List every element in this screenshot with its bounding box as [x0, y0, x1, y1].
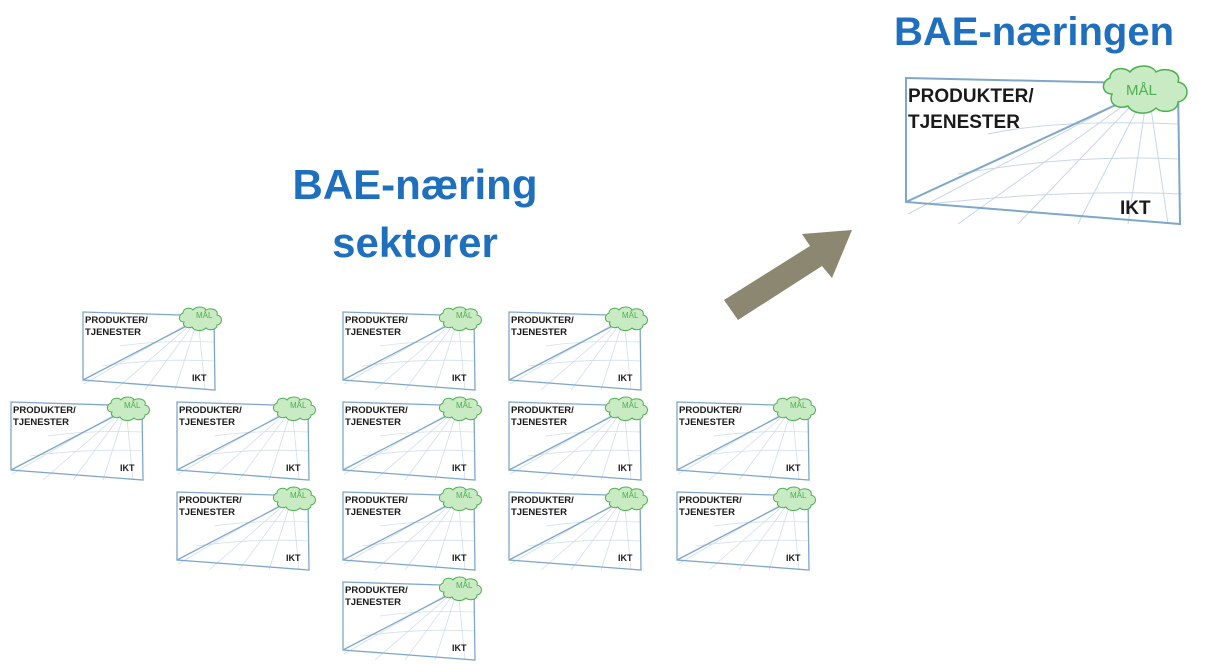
goal-label: MÅL — [622, 311, 639, 320]
card-frame-graphic — [82, 306, 222, 391]
title-center-line2: sektorer — [332, 219, 498, 266]
goal-label: MÅL — [196, 311, 213, 320]
sector-card: PRODUKTER/TJENESTER MÅL IKT — [674, 396, 816, 482]
ict-label: IKT — [452, 373, 467, 383]
products-label: PRODUKTER/ — [179, 495, 242, 506]
goal-label: MÅL — [790, 401, 807, 410]
sector-card: PRODUKTER/TJENESTER MÅL IKT — [506, 396, 648, 482]
bae-naeringen-title: BAE-næringen — [894, 10, 1174, 54]
sector-card: PRODUKTER/TJENESTER MÅL IKT — [674, 486, 816, 572]
card-frame-graphic — [176, 486, 316, 571]
card-frame-graphic — [342, 486, 482, 571]
ict-label: IKT — [786, 553, 801, 563]
services-label: TJENESTER — [179, 417, 235, 428]
ict-label: IKT — [618, 463, 633, 473]
card-frame-graphic — [10, 396, 150, 481]
goal-label: MÅL — [124, 401, 141, 410]
sector-card: PRODUKTER/TJENESTER MÅL IKT — [80, 306, 222, 392]
bae-naering-sektorer-title: BAE-næring sektorer — [250, 156, 580, 272]
products-label: PRODUKTER/ — [679, 405, 742, 416]
card-frame-graphic — [508, 486, 648, 571]
goal-label: MÅL — [622, 401, 639, 410]
ict-label: IKT — [452, 463, 467, 473]
products-label: PRODUKTER/ — [179, 405, 242, 416]
arrow-icon — [724, 230, 852, 320]
goal-label: MÅL — [790, 491, 807, 500]
goal-label: MÅL — [290, 401, 307, 410]
services-label: TJENESTER — [679, 507, 735, 518]
ict-label: IKT — [452, 643, 467, 653]
ict-label: IKT — [452, 553, 467, 563]
products-label: PRODUKTER/ — [13, 405, 76, 416]
card-frame-graphic — [905, 65, 1188, 226]
ict-label: IKT — [192, 373, 207, 383]
services-label: TJENESTER — [345, 507, 401, 518]
goal-label: MÅL — [1126, 82, 1157, 99]
sector-card: PRODUKTER/TJENESTER MÅL IKT — [506, 486, 648, 572]
goal-label: MÅL — [456, 581, 473, 590]
card-frame-graphic — [342, 576, 482, 661]
products-label: PRODUKTER/ — [511, 405, 574, 416]
goal-label: MÅL — [456, 311, 473, 320]
services-label: TJENESTER — [13, 417, 69, 428]
ict-label: IKT — [618, 553, 633, 563]
ict-label: IKT — [618, 373, 633, 383]
products-label: PRODUKTER/ — [511, 495, 574, 506]
services-label: TJENESTER — [345, 597, 401, 608]
services-label: TJENESTER — [85, 327, 141, 338]
goal-label: MÅL — [456, 491, 473, 500]
products-label: PRODUKTER/ — [345, 315, 408, 326]
sector-card: PRODUKTER/TJENESTER MÅL IKT — [340, 486, 482, 572]
goal-label: MÅL — [456, 401, 473, 410]
card-frame-graphic — [676, 396, 816, 481]
ict-label: IKT — [120, 463, 135, 473]
title-center-line1: BAE-næring — [292, 161, 538, 208]
sector-card: PRODUKTER/TJENESTER MÅL IKT — [506, 306, 648, 392]
products-label: PRODUKTER/ — [511, 315, 574, 326]
products-label: PRODUKTER/ — [345, 585, 408, 596]
card-frame-graphic — [342, 396, 482, 481]
card-frame-graphic — [342, 306, 482, 391]
services-label: TJENESTER — [908, 112, 1020, 133]
sector-card: PRODUKTER/TJENESTER MÅL IKT — [174, 486, 316, 572]
products-label: PRODUKTER/ — [345, 405, 408, 416]
ict-label: IKT — [1120, 198, 1151, 219]
card-frame-graphic — [508, 396, 648, 481]
ict-label: IKT — [786, 463, 801, 473]
card-frame-graphic — [508, 306, 648, 391]
products-label: PRODUKTER/ — [908, 86, 1034, 107]
products-label: PRODUKTER/ — [85, 315, 148, 326]
services-label: TJENESTER — [345, 327, 401, 338]
sector-card: PRODUKTER/TJENESTER MÅL IKT — [174, 396, 316, 482]
sector-card: PRODUKTER/TJENESTER MÅL IKT — [340, 396, 482, 482]
services-label: TJENESTER — [511, 417, 567, 428]
ict-label: IKT — [286, 553, 301, 563]
services-label: TJENESTER — [345, 417, 401, 428]
card-frame-graphic — [176, 396, 316, 481]
services-label: TJENESTER — [179, 507, 235, 518]
sector-card: PRODUKTER/TJENESTER MÅL IKT — [340, 576, 482, 662]
products-label: PRODUKTER/ — [345, 495, 408, 506]
products-label: PRODUKTER/ — [679, 495, 742, 506]
services-label: TJENESTER — [511, 507, 567, 518]
sector-card: PRODUKTER/TJENESTER MÅL IKT — [8, 396, 150, 482]
bae-naeringen-card: PRODUKTER/ TJENESTER MÅL IKT — [898, 64, 1194, 230]
services-label: TJENESTER — [679, 417, 735, 428]
services-label: TJENESTER — [511, 327, 567, 338]
goal-label: MÅL — [622, 491, 639, 500]
card-frame-graphic — [676, 486, 816, 571]
ict-label: IKT — [286, 463, 301, 473]
goal-label: MÅL — [290, 491, 307, 500]
sector-card: PRODUKTER/TJENESTER MÅL IKT — [340, 306, 482, 392]
